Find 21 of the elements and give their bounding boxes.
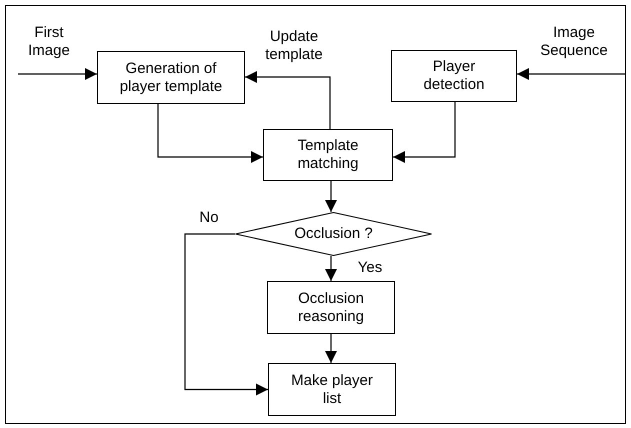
process-box [391,50,517,102]
arrow [325,181,337,212]
arrow [18,68,97,80]
arrow [393,102,456,163]
process-box [97,51,245,104]
arrow [157,104,263,163]
node-label: Player detection [422,58,486,94]
process-box [267,281,395,334]
node-label: Occlusion ? [293,225,374,243]
arrow [517,68,625,80]
node-label: Make player list [290,372,374,408]
process-box [268,363,396,416]
node-label: Occlusion reasoning [297,290,365,326]
node-label: Template matching [296,137,360,173]
arrow [245,71,331,129]
process-box [263,129,393,181]
arrow [325,334,337,363]
arrow [325,256,337,281]
arrow [184,233,268,396]
node-label: Generation of player template [118,60,224,96]
decision-diamond [235,212,432,256]
